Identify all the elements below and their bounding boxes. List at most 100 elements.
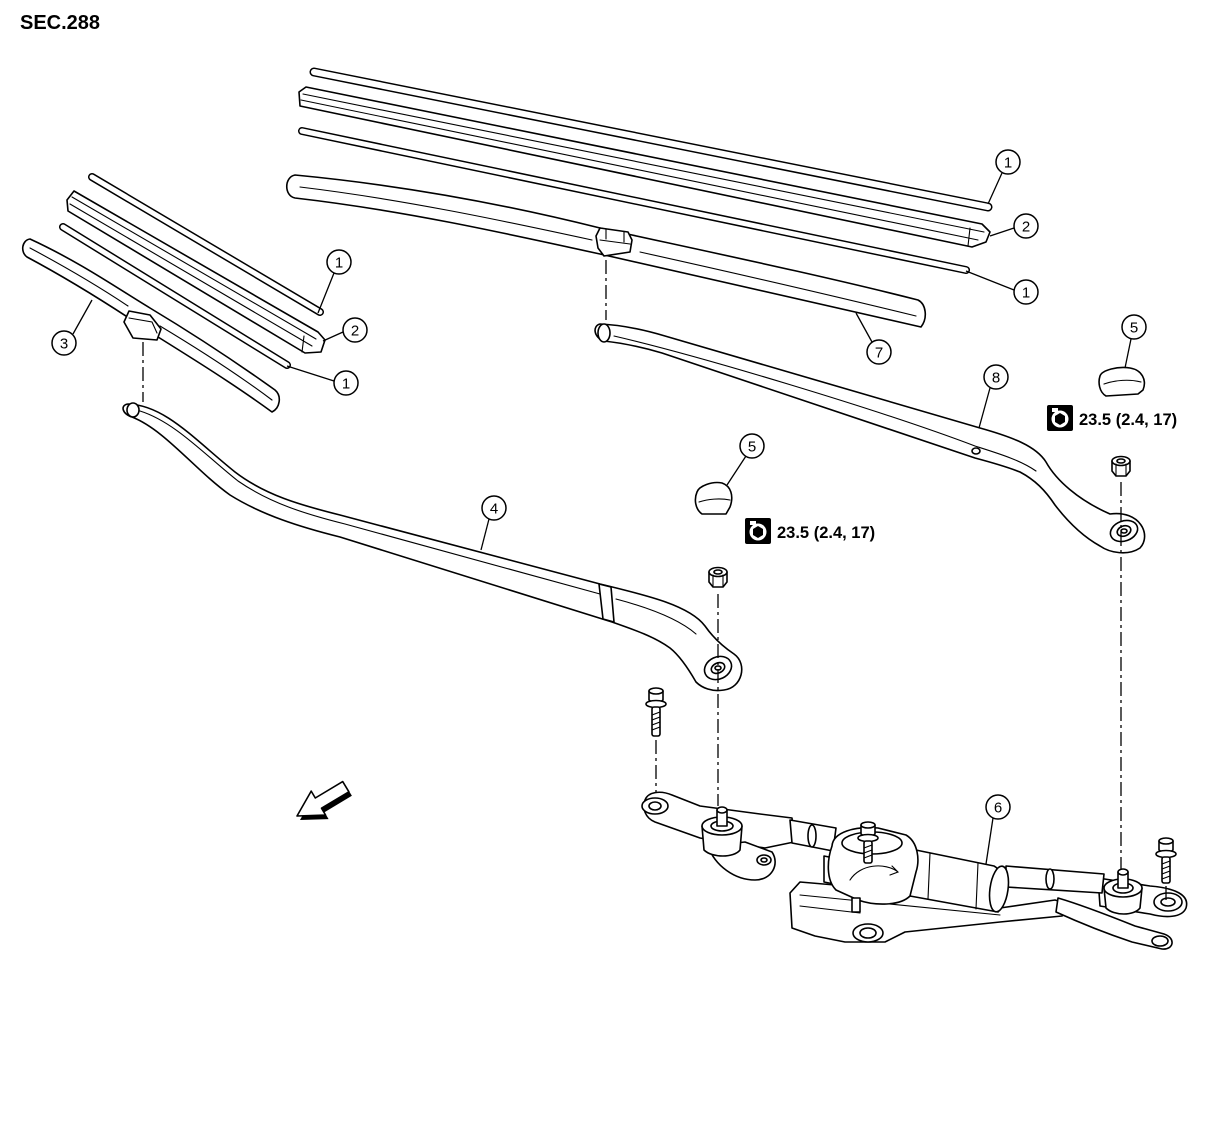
leader-line: [72, 299, 93, 335]
callout-circle: [866, 339, 892, 365]
leader-line: [985, 817, 994, 865]
callout-number: 5: [748, 439, 756, 456]
callout-circle: [326, 249, 352, 275]
leader-line: [726, 455, 747, 486]
motor-end-cap: [988, 865, 1010, 913]
front-direction-arrow-icon: [296, 780, 352, 820]
rubber-detail-lines: [69, 196, 317, 353]
passenger-wiper-blade: [21, 238, 281, 413]
bolt-head-top: [648, 687, 664, 695]
callout-number: 7: [875, 345, 883, 362]
callout-passenger-wiper-blade: 3: [51, 299, 93, 356]
clip-detail: [599, 228, 631, 245]
strip-fill: [299, 128, 969, 273]
bolt-head-top: [860, 821, 876, 829]
gearbox-detail: [849, 865, 899, 881]
callout-circle: [333, 370, 359, 396]
callout-number: 6: [994, 800, 1002, 817]
torque-value: 23.5 (2.4, 17): [1079, 411, 1177, 429]
wiper-motor: [905, 847, 1010, 913]
arm-channel-line: [613, 335, 1037, 472]
callout-circle: [1013, 279, 1039, 305]
nut-hole: [1116, 458, 1126, 464]
torque-icon-handle: [750, 521, 756, 525]
strip-fill: [89, 174, 323, 315]
leader-line: [965, 270, 1015, 291]
callout-number: 3: [60, 336, 68, 353]
right-rod-sleeve: [1045, 868, 1055, 890]
arm-tip: [597, 323, 611, 343]
callout-passenger-blade-rubber: 2: [322, 317, 368, 343]
callout-number: 1: [1004, 155, 1012, 172]
passenger-wiper-arm: [122, 402, 743, 692]
torque-spec-driver: 23.5 (2.4, 17): [1047, 405, 1177, 431]
callout-passenger-arm-cap: 5: [726, 433, 765, 486]
callout-circle: [1013, 213, 1039, 239]
callout-circle: [983, 364, 1009, 390]
arm-band: [598, 583, 615, 623]
crank-ear-hole: [760, 857, 768, 863]
right-mount-hole: [1160, 897, 1176, 907]
left-link-rod: [789, 819, 837, 852]
strip-fill: [60, 224, 290, 368]
driver-blade-group: 23.5 (2.4, 17): [285, 67, 1177, 870]
linkage-bolt-center: [857, 821, 879, 864]
leader-line: [322, 331, 344, 342]
driver-arm-cap: [1098, 366, 1146, 397]
leader-line: [1124, 338, 1132, 369]
bracket-detail: [799, 894, 1001, 916]
bolt-threads: [863, 844, 873, 859]
arm-pivot-center: [1120, 528, 1128, 534]
bolt-threads: [1161, 860, 1171, 880]
callout-circle: [342, 317, 368, 343]
callout-wiper-motor-linkage: 6: [985, 794, 1011, 865]
rubber-detail-lines: [300, 93, 985, 247]
motor-bands: [927, 852, 979, 910]
right-lower-ear: [1151, 935, 1169, 947]
section-title: SEC.288: [20, 12, 100, 34]
callout-passenger-vertebra-lower: 1: [286, 365, 359, 396]
callout-driver-blade-rubber: 2: [989, 213, 1039, 239]
cap-edge: [1103, 379, 1142, 385]
callout-number: 8: [992, 370, 1000, 387]
torque-spec-passenger: 23.5 (2.4, 17): [745, 518, 875, 544]
arm-tip: [126, 402, 140, 418]
callout-circle: [995, 149, 1021, 175]
driver-blade-rubber: [298, 86, 991, 248]
linkage-bolt-left: [645, 687, 667, 737]
driver-arm-nut: [1111, 455, 1131, 477]
callout-number: 5: [1130, 320, 1138, 337]
blade-detail-lines: [299, 186, 917, 317]
callout-number: 1: [1022, 285, 1030, 302]
callout-driver-arm-cap: 5: [1121, 314, 1147, 369]
strip-fill: [311, 69, 991, 210]
passenger-blade-group: 23.5 (2.4, 17): [21, 173, 875, 806]
callout-driver-vertebra-lower: 1: [965, 270, 1039, 305]
callout-circle: [51, 330, 77, 356]
cap-body: [1098, 366, 1146, 397]
driver-vertebra-lower: [298, 127, 970, 274]
torque-icon-nut: [753, 526, 763, 538]
passenger-vertebra-lower: [59, 223, 291, 369]
bracket-ear-hole: [859, 927, 877, 939]
callout-circle: [1121, 314, 1147, 340]
arrow-body: [296, 780, 350, 817]
callout-circle: [739, 433, 765, 459]
wiper-motor-linkage-assembly: [641, 791, 1188, 950]
passenger-blade-rubber: [66, 190, 326, 354]
callout-passenger-wiper-arm: 4: [480, 495, 507, 551]
callout-number: 1: [342, 376, 350, 393]
leader-line: [987, 172, 1003, 205]
callout-circle: [481, 495, 507, 521]
callout-number: 4: [490, 501, 498, 518]
leader-line: [989, 227, 1015, 237]
bolt-shank: [651, 706, 661, 737]
arm-channel-line: [139, 410, 697, 635]
left-pivot-shaft-top: [716, 806, 728, 814]
clip-detail: [128, 317, 158, 334]
callout-driver-wiper-blade: 7: [855, 312, 892, 365]
cap-edge: [698, 498, 731, 503]
callout-number: 2: [351, 323, 359, 340]
driver-blade-clip: [595, 227, 633, 257]
